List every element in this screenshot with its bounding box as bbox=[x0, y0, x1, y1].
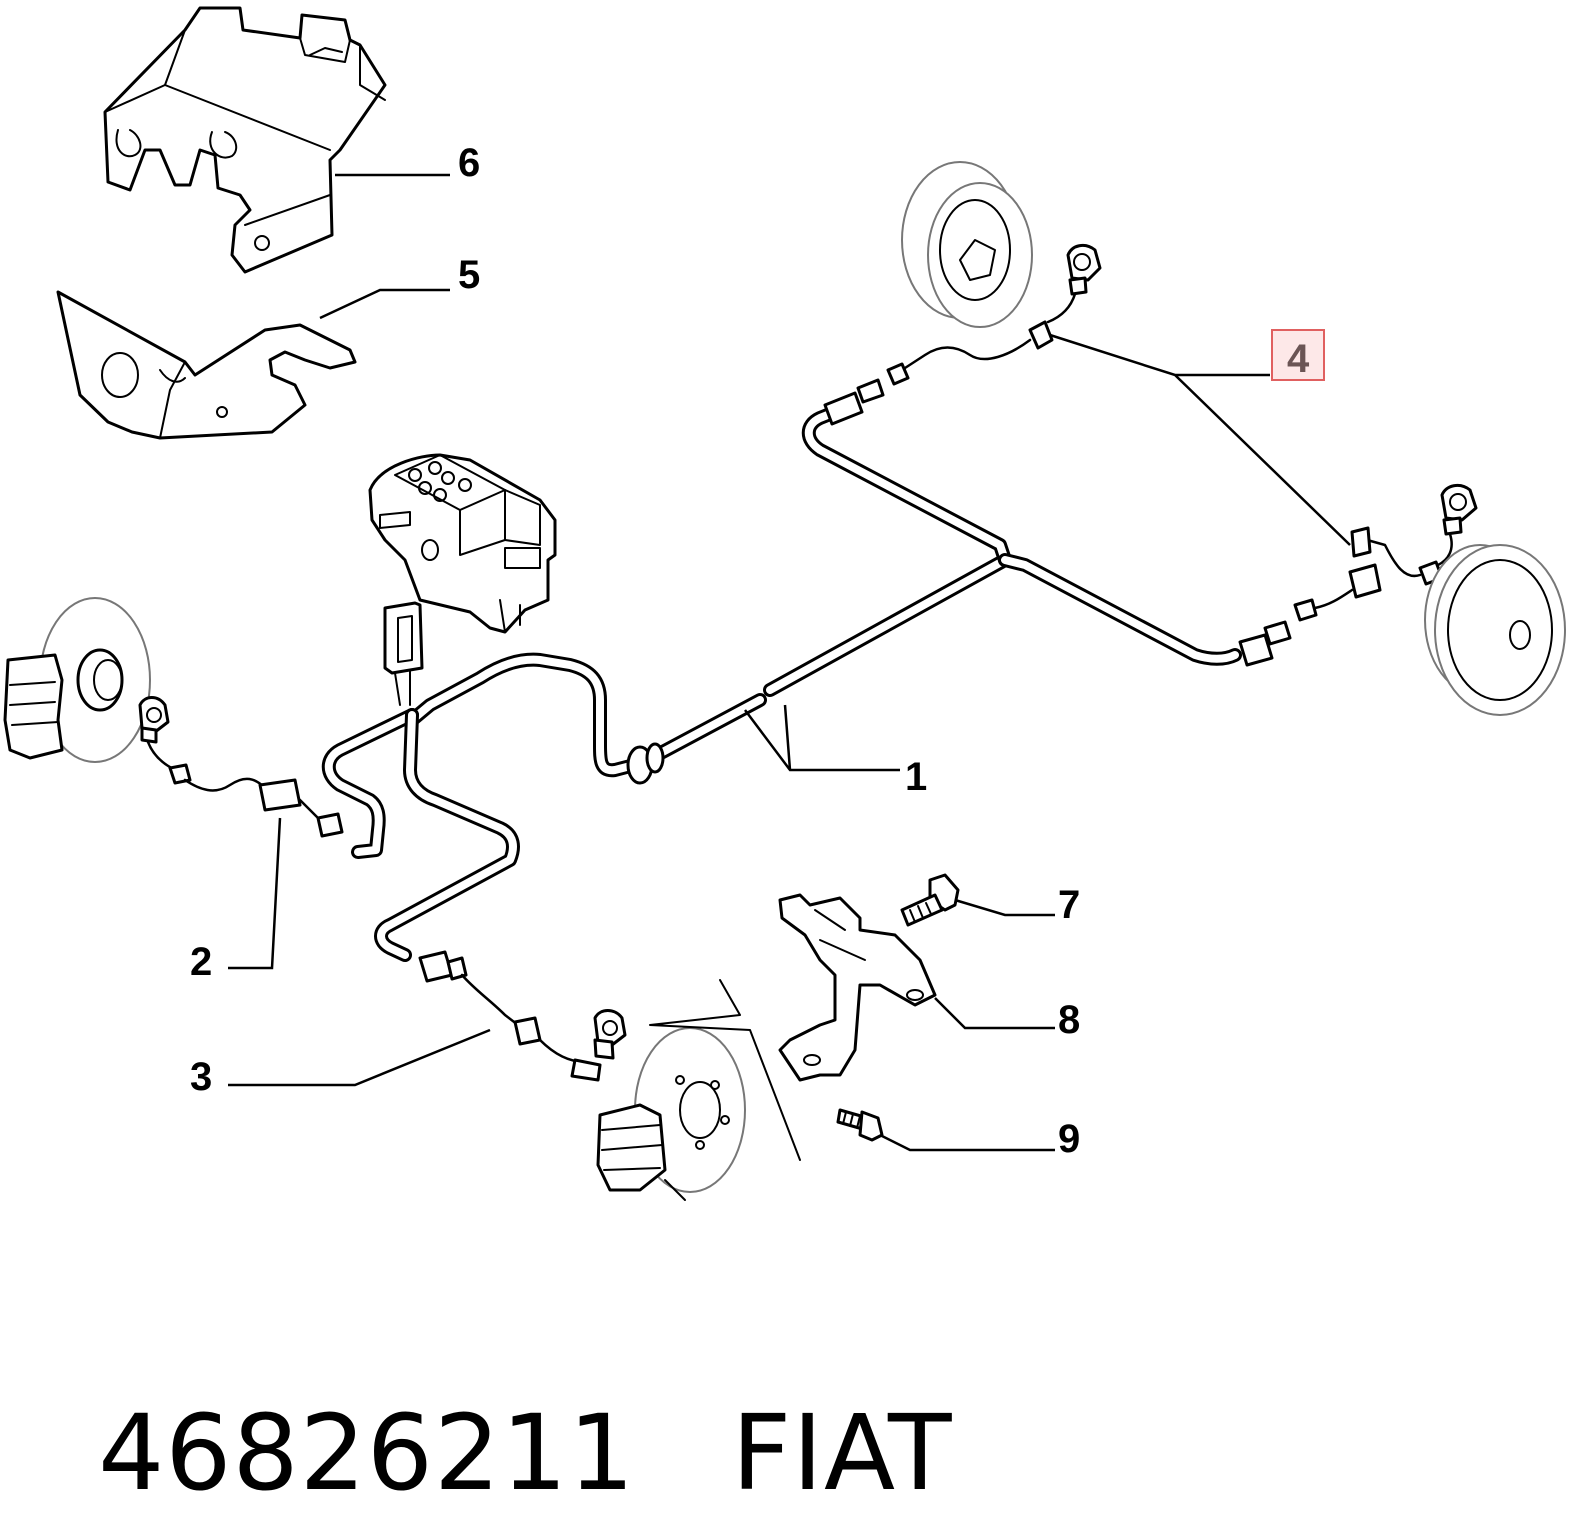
footer-caption: 46826211 FIAT bbox=[30, 1270, 953, 1514]
cut-marks bbox=[649, 979, 801, 1161]
rear-left-drum[interactable] bbox=[1424, 544, 1566, 716]
abs-connector[interactable] bbox=[383, 601, 424, 706]
callout-2[interactable]: 2 bbox=[190, 940, 212, 984]
front-left-disc-caliper[interactable] bbox=[3, 597, 344, 838]
front-right-disc-caliper[interactable] bbox=[596, 1027, 746, 1201]
part-7-bolt[interactable] bbox=[900, 873, 960, 927]
part-3-sensor-front-right[interactable] bbox=[418, 950, 627, 1082]
brand-name: FIAT bbox=[731, 1392, 953, 1514]
callout-4-highlight bbox=[1271, 329, 1325, 381]
leader-lines bbox=[228, 173, 1351, 1152]
abs-modulator-unit[interactable] bbox=[368, 453, 557, 634]
callout-4[interactable]: 4 bbox=[1287, 337, 1310, 381]
part-1-harness[interactable] bbox=[321, 378, 1292, 962]
callout-5[interactable]: 5 bbox=[458, 253, 480, 297]
rear-right-drum[interactable] bbox=[901, 161, 1033, 328]
callout-labels: 1 2 3 4 5 6 7 8 9 bbox=[190, 141, 1310, 1161]
callout-1[interactable]: 1 bbox=[905, 755, 927, 799]
part-number: 46826211 bbox=[98, 1392, 636, 1514]
part-8-bracket[interactable] bbox=[778, 893, 937, 1082]
callout-3[interactable]: 3 bbox=[190, 1055, 212, 1099]
part-5-plate[interactable] bbox=[56, 290, 357, 440]
callout-9[interactable]: 9 bbox=[1058, 1117, 1080, 1161]
part-4-sensor-rear[interactable] bbox=[886, 243, 1478, 622]
part-6-bracket[interactable] bbox=[103, 6, 387, 274]
callout-6[interactable]: 6 bbox=[458, 141, 480, 185]
callout-8[interactable]: 8 bbox=[1058, 998, 1080, 1042]
parts-diagram: 1 2 3 4 5 6 7 8 9 bbox=[3, 6, 1566, 1201]
part-9-bolt[interactable] bbox=[836, 1108, 884, 1142]
callout-7[interactable]: 7 bbox=[1058, 883, 1080, 927]
